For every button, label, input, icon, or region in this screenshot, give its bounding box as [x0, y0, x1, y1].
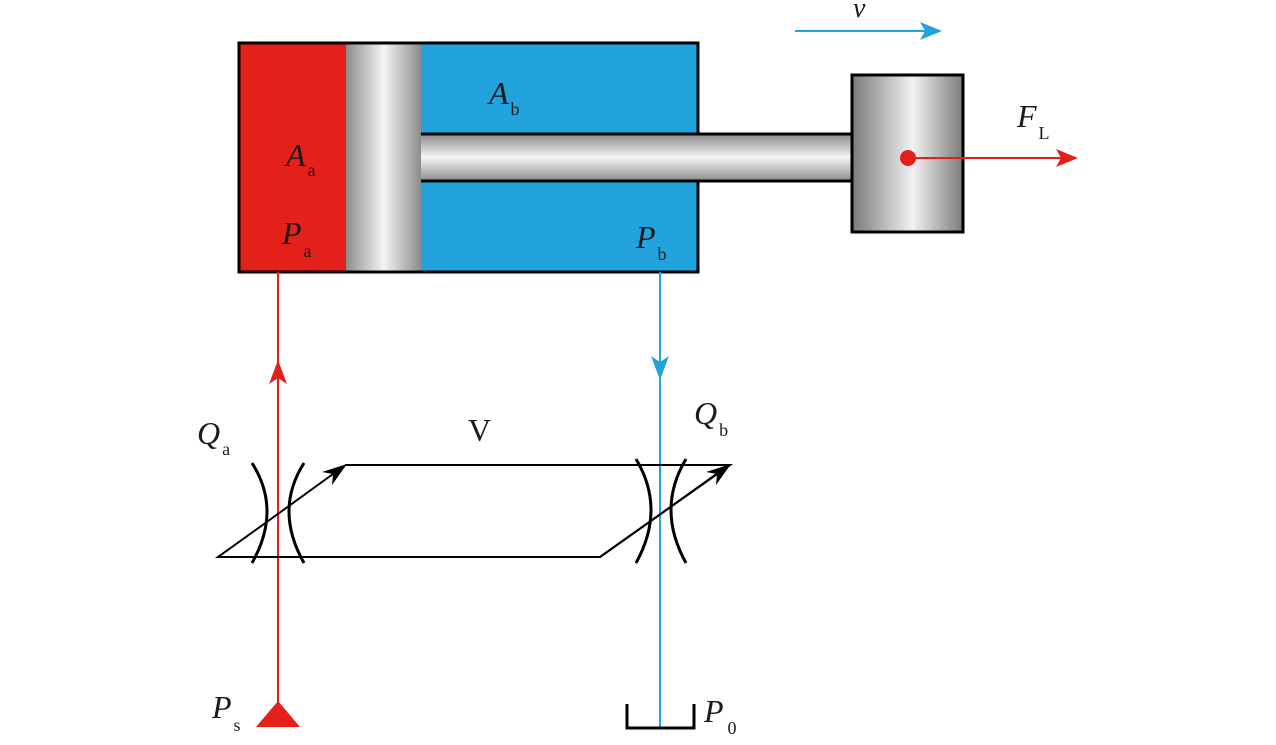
- tank-symbol: [625, 704, 696, 730]
- orifice-b-left-arc: [634, 458, 653, 564]
- chamber-a: [239, 43, 346, 272]
- label-valve: V: [468, 412, 491, 448]
- piston: [346, 43, 421, 272]
- orifice-b-right-arc: [669, 458, 688, 564]
- orifice-a-arrowhead: [322, 464, 347, 485]
- orifice-a-right-arc: [287, 462, 306, 564]
- orifice-b-arrowhead: [706, 464, 731, 485]
- orifice-b-variable-arrow: [599, 472, 719, 558]
- orifice-a-variable-arrow: [263, 473, 334, 525]
- supply-flow-arrowhead: [269, 360, 287, 384]
- velocity-label: v: [853, 0, 866, 24]
- orifice-a-left-arc: [250, 462, 269, 564]
- return-flow-arrowhead: [651, 356, 669, 380]
- velocity-arrowhead: [920, 22, 942, 40]
- piston-rod: [421, 134, 853, 181]
- force-arrowhead: [1056, 149, 1078, 167]
- supply-source-symbol: [256, 701, 300, 727]
